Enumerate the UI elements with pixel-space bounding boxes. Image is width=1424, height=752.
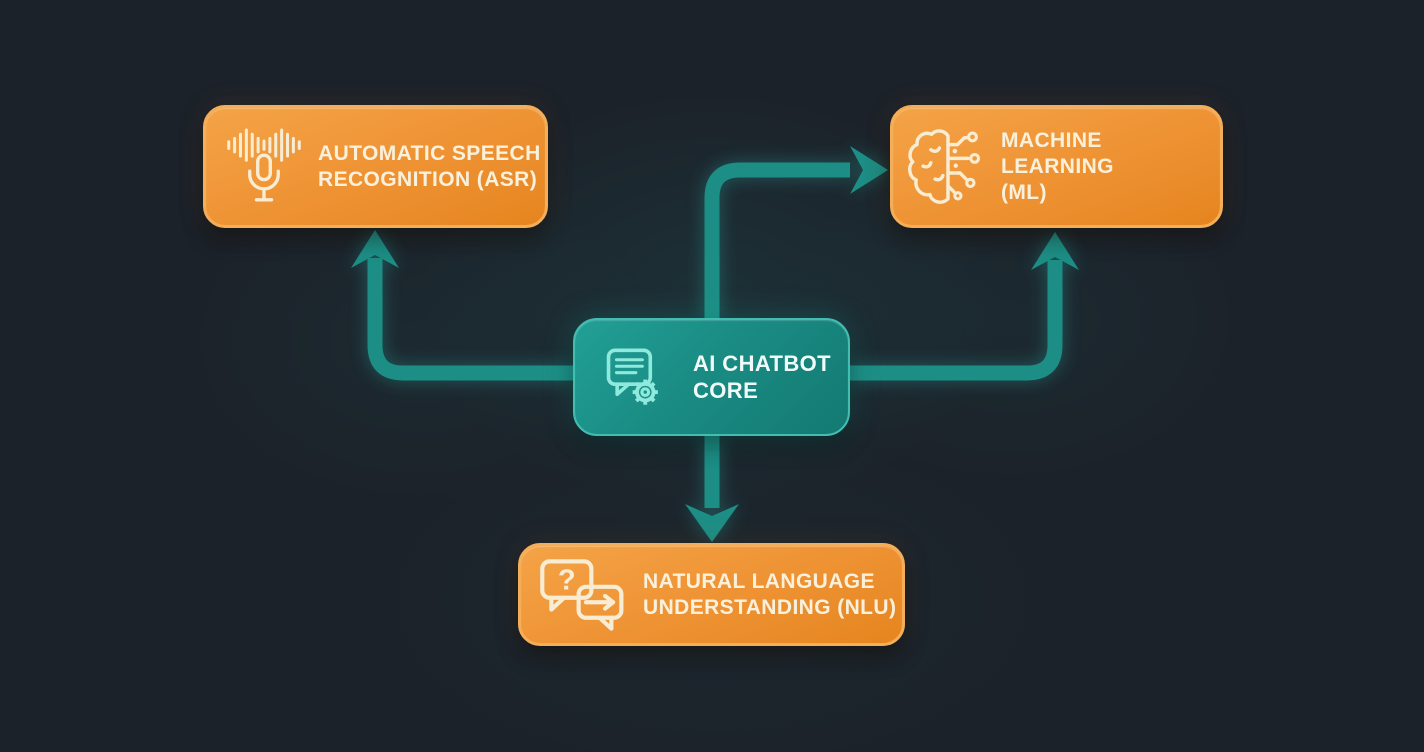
node-machine-learning: MACHINE LEARNING (ML) bbox=[890, 105, 1223, 228]
node-label-line1: MACHINE LEARNING bbox=[1001, 128, 1114, 178]
arrowhead-up-asr bbox=[351, 230, 399, 268]
node-label-line2: UNDERSTANDING (NLU) bbox=[643, 595, 897, 619]
node-label-line2: (ML) bbox=[1001, 180, 1047, 204]
node-label-line1: NATURAL LANGUAGE bbox=[643, 569, 875, 593]
node-label-ml: MACHINE LEARNING (ML) bbox=[1001, 128, 1220, 206]
node-automatic-speech-recognition: AUTOMATIC SPEECH RECOGNITION (ASR) bbox=[203, 105, 548, 228]
node-label-line1: AUTOMATIC SPEECH bbox=[318, 141, 541, 165]
node-ai-chatbot-core: AI CHATBOT CORE bbox=[573, 318, 850, 436]
node-natural-language-understanding: ? NATURAL LANGUAGE UNDERSTANDING (NLU) bbox=[518, 543, 905, 646]
arrow-core-to-ml-top-line bbox=[704, 162, 850, 318]
node-label-core: AI CHATBOT CORE bbox=[693, 350, 831, 404]
node-label-line2: CORE bbox=[693, 378, 759, 403]
brain-circuit-icon bbox=[905, 123, 991, 211]
node-label-line2: RECOGNITION (ASR) bbox=[318, 167, 538, 191]
chat-bubble-gear-icon bbox=[597, 336, 669, 418]
question-chat-arrow-icon: ? bbox=[535, 555, 635, 635]
node-label-line1: AI CHATBOT bbox=[693, 351, 832, 376]
arrow-core-to-asr-line bbox=[367, 258, 573, 381]
svg-text:?: ? bbox=[558, 564, 576, 596]
arrowhead-down-nlu bbox=[685, 504, 739, 542]
arrowhead-right-ml bbox=[850, 146, 888, 194]
node-label-asr: AUTOMATIC SPEECH RECOGNITION (ASR) bbox=[318, 141, 541, 193]
node-label-nlu: NATURAL LANGUAGE UNDERSTANDING (NLU) bbox=[643, 569, 896, 621]
microphone-waveform-icon bbox=[222, 123, 306, 211]
arrowhead-up-ml bbox=[1031, 232, 1079, 270]
arrow-core-to-ml-bottom-line bbox=[850, 260, 1063, 381]
